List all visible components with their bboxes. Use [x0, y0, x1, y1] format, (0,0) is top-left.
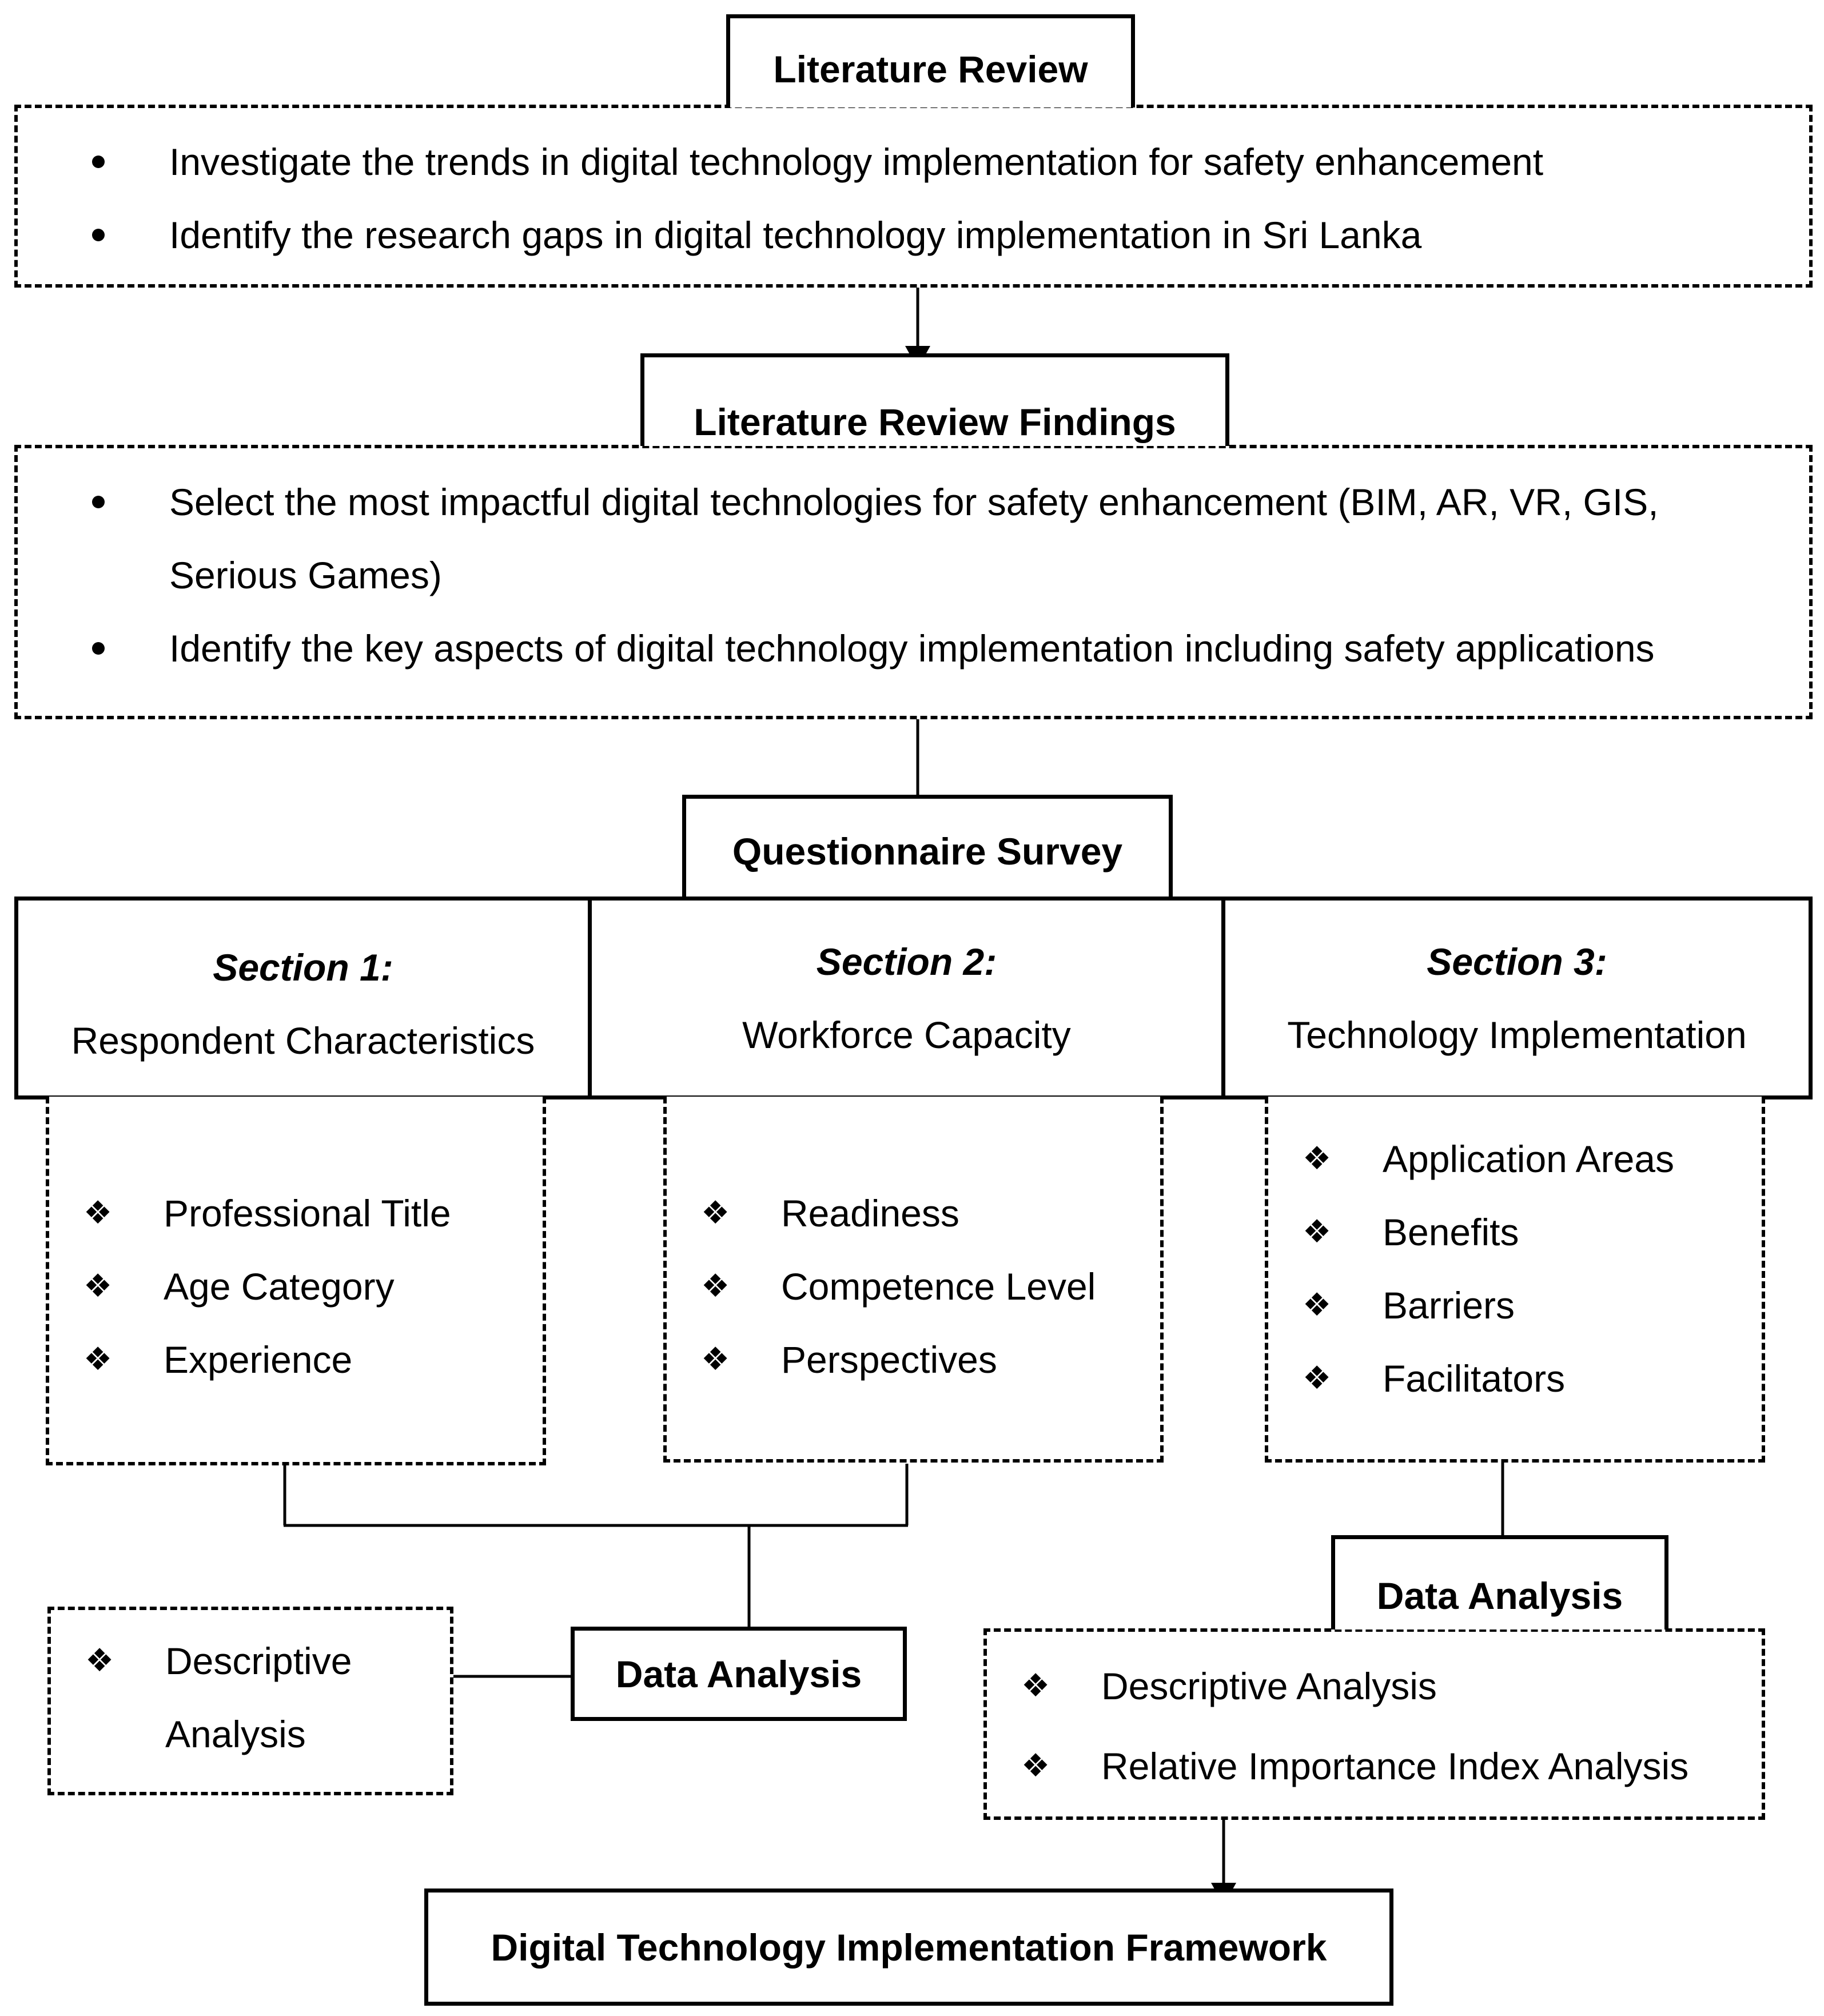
list-item: ❖Application Areas: [1303, 1122, 1674, 1196]
bullet-dot-icon: [92, 642, 105, 655]
diamond-bullet-icon: ❖: [85, 1642, 114, 1679]
list-item: Identify the key aspects of digital tech…: [18, 612, 1809, 685]
bullet-dot-icon: [92, 156, 105, 168]
list-item: ❖Age Category: [83, 1250, 451, 1323]
list-item: Identify the research gaps in digital te…: [18, 198, 1809, 272]
questionnaire-survey-title: Questionnaire Survey: [732, 830, 1123, 872]
list-item: ❖Barriers: [1303, 1269, 1674, 1342]
section-1-box: Section 1: Respondent Characteristics: [14, 897, 592, 1099]
section-1-items-box: ❖Professional Title ❖Age Category ❖Exper…: [46, 1097, 546, 1465]
section-2-box: Section 2: Workforce Capacity: [588, 897, 1225, 1099]
section-3-items-box: ❖Application Areas ❖Benefits ❖Barriers ❖…: [1265, 1097, 1765, 1463]
framework-title: Digital Technology Implementation Framew…: [491, 1926, 1327, 1969]
diamond-bullet-icon: ❖: [1021, 1747, 1050, 1784]
list-item: Investigate the trends in digital techno…: [18, 125, 1809, 198]
list-item: ❖Descriptive Analysis: [1021, 1646, 1688, 1726]
section-3-name: Technology Implementation: [1287, 1013, 1747, 1056]
section-3-heading: Section 3:: [1427, 940, 1607, 983]
data-analysis-left-title: Data Analysis: [615, 1652, 862, 1695]
bullet-dot-icon: [92, 496, 105, 508]
analysis-methods-box-right: ❖Descriptive Analysis ❖Relative Importan…: [983, 1628, 1765, 1820]
section-2-items-box: ❖Readiness ❖Competence Level ❖Perspectiv…: [663, 1097, 1164, 1463]
findings-bullets-box: Select the most impactful digital techno…: [14, 445, 1813, 719]
data-analysis-right-title: Data Analysis: [1376, 1575, 1623, 1617]
data-analysis-left-box: Data Analysis: [571, 1627, 907, 1721]
list-item: ❖Perspectives: [701, 1323, 1096, 1396]
diamond-bullet-icon: ❖: [83, 1341, 113, 1378]
data-analysis-right-box: Data Analysis: [1331, 1535, 1668, 1629]
list-item: Select the most impactful digital techno…: [18, 465, 1809, 612]
diamond-bullet-icon: ❖: [701, 1341, 730, 1378]
list-item: ❖Professional Title: [83, 1177, 451, 1250]
questionnaire-survey-title-box: Questionnaire Survey: [682, 795, 1173, 898]
list-item: ❖Experience: [83, 1323, 451, 1396]
list-item: ❖Competence Level: [701, 1250, 1096, 1323]
findings-title-box: Literature Review Findings: [640, 353, 1229, 446]
section-3-box: Section 3: Technology Implementation: [1221, 897, 1813, 1099]
literature-review-bullets-box: Investigate the trends in digital techno…: [14, 105, 1813, 288]
diamond-bullet-icon: ❖: [701, 1268, 730, 1305]
literature-review-title-box: Literature Review: [726, 14, 1135, 107]
literature-review-title: Literature Review: [773, 48, 1088, 90]
section-2-heading: Section 2:: [816, 940, 997, 983]
list-item: ❖Relative Importance Index Analysis: [1021, 1726, 1688, 1806]
section-1-name: Respondent Characteristics: [71, 1019, 535, 1062]
diamond-bullet-icon: ❖: [83, 1268, 113, 1305]
diamond-bullet-icon: ❖: [83, 1194, 113, 1232]
diamond-bullet-icon: ❖: [1303, 1140, 1332, 1177]
list-item: ❖Facilitators: [1303, 1342, 1674, 1415]
framework-box: Digital Technology Implementation Framew…: [424, 1888, 1393, 2006]
diamond-bullet-icon: ❖: [1303, 1213, 1332, 1250]
section-2-name: Workforce Capacity: [742, 1013, 1071, 1056]
list-item: ❖Readiness: [701, 1177, 1096, 1250]
diamond-bullet-icon: ❖: [1303, 1360, 1332, 1397]
diamond-bullet-icon: ❖: [1021, 1667, 1050, 1704]
diamond-bullet-icon: ❖: [1303, 1286, 1332, 1324]
diamond-bullet-icon: ❖: [701, 1194, 730, 1232]
section-1-heading: Section 1:: [213, 946, 393, 989]
bullet-dot-icon: [92, 229, 105, 241]
list-item: ❖Benefits: [1303, 1196, 1674, 1269]
findings-title: Literature Review Findings: [694, 400, 1176, 443]
